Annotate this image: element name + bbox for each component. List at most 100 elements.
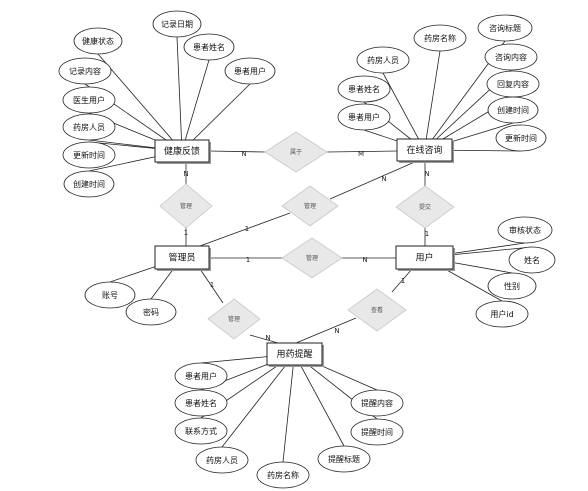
- relationship-connector: [391, 268, 413, 293]
- relationship-submit-label: 提交: [419, 203, 431, 211]
- cardinality-label: M: [358, 150, 364, 158]
- relationship-manage-feedback-diamond: [159, 183, 213, 229]
- attribute-ellipse: [477, 14, 533, 42]
- attribute-label: 提醒内容: [361, 398, 393, 408]
- relationship-submit-diamond: [395, 185, 455, 229]
- relationship-view-label: 查看: [371, 306, 383, 314]
- entity-user-label: 用户: [415, 252, 433, 264]
- attribute-connector: [424, 50, 441, 151]
- entity-online-consult-box: [396, 138, 453, 162]
- entity-medication-reminder-box: [266, 342, 323, 366]
- attribute-ellipse: [63, 170, 115, 198]
- attribute-ellipse: [356, 46, 410, 74]
- attribute-ellipse: [58, 57, 112, 85]
- relationship-belongs-to-diamond: [264, 131, 328, 173]
- attribute-label: 记录内容: [69, 66, 101, 76]
- attribute-ellipse: [256, 461, 310, 489]
- attribute-label: 患者姓名: [348, 84, 380, 94]
- relationship-manage-consult-diamond: [281, 185, 339, 227]
- attribute-label: 药房人员: [206, 455, 238, 465]
- attribute-label: 更新时间: [73, 150, 105, 160]
- attribute-label: 健康状态: [82, 36, 114, 46]
- attribute-connector: [176, 36, 183, 152]
- cardinality-label: N: [334, 327, 339, 335]
- relationship-connector: [199, 212, 291, 247]
- attribute-connector: [282, 353, 295, 463]
- attribute-ellipse: [317, 445, 371, 473]
- cardinality-label: 1: [401, 277, 405, 285]
- relationship-manage-user-label: 管理: [306, 254, 318, 262]
- entity-health-feedback-label: 健康反馈: [164, 145, 200, 157]
- attribute-label: 患者用户: [185, 371, 217, 381]
- attribute-label: 审核状态: [509, 225, 541, 235]
- attribute-label: 医生用户: [73, 95, 105, 105]
- attribute-label: 更新时间: [505, 133, 537, 143]
- attribute-ellipse: [125, 298, 177, 326]
- relationship-connector: [329, 160, 418, 200]
- cardinality-label: N: [265, 334, 270, 342]
- attribute-label: 账号: [102, 291, 118, 300]
- entity-user-box: [395, 245, 454, 270]
- attribute-ellipse: [508, 246, 556, 274]
- cardinality-label: 1: [425, 230, 429, 238]
- relationship-belongs-to-label: 属于: [290, 149, 302, 156]
- attribute-ellipse: [174, 417, 228, 445]
- attribute-connector: [294, 353, 345, 447]
- cardinality-label: N: [241, 150, 246, 158]
- attribute-label: 患者用户: [348, 112, 380, 122]
- attribute-ellipse: [152, 10, 202, 38]
- attribute-ellipse: [475, 300, 529, 328]
- attribute-label: 药房人员: [73, 122, 105, 132]
- attribute-label: 药房名称: [424, 33, 456, 43]
- attribute-connector: [181, 59, 210, 152]
- attribute-connector: [382, 72, 425, 151]
- cardinality-label: N: [183, 170, 188, 178]
- attribute-label: 回复内容: [497, 79, 529, 89]
- attribute-label: 患者姓名: [185, 398, 217, 408]
- relationship-connector: [199, 268, 224, 304]
- relationship-connector: [295, 317, 357, 344]
- attribute-ellipse: [484, 43, 538, 71]
- entity-medication-reminder-label: 用药提醒: [276, 349, 312, 360]
- cardinality-label: 1: [246, 256, 250, 264]
- attribute-label: 用户id: [490, 309, 513, 319]
- attribute-ellipse: [73, 27, 123, 55]
- cardinality-label: N: [381, 175, 386, 183]
- attribute-label: 患者姓名: [193, 42, 225, 52]
- attribute-ellipse: [224, 57, 276, 85]
- relationship-manage-user-diamond: [281, 237, 343, 279]
- attribute-ellipse: [84, 281, 136, 309]
- relationship-connector: [249, 334, 279, 344]
- attribute-label: 创建时间: [73, 179, 105, 189]
- attribute-label: 药房名称: [267, 470, 299, 480]
- attribute-ellipse: [495, 124, 547, 152]
- entity-online-consult-label: 在线咨询: [406, 144, 442, 156]
- relationship-manage-feedback-label: 管理: [180, 202, 192, 210]
- attribute-label: 提醒标题: [328, 454, 360, 464]
- attribute-label: 联系方式: [185, 426, 217, 436]
- attribute-label: 提醒时间: [361, 427, 393, 437]
- attribute-ellipse: [487, 272, 537, 300]
- attribute-ellipse: [62, 113, 116, 141]
- entity-health-feedback-box: [154, 139, 210, 163]
- cardinality-label: 1: [245, 225, 249, 233]
- attribute-label: 密码: [143, 307, 159, 317]
- attribute-ellipse: [195, 446, 249, 474]
- attribute-connector: [221, 353, 295, 448]
- relationship-manage-reminder-diamond: [207, 298, 261, 340]
- attribute-ellipse: [337, 103, 391, 131]
- attribute-label: 创建时间: [497, 105, 529, 115]
- cardinality-label: N: [424, 170, 429, 178]
- attribute-ellipse: [487, 96, 539, 124]
- attribute-ellipse: [337, 75, 391, 103]
- cardinality-label: 1: [184, 229, 188, 237]
- entity-admin-box: [154, 245, 210, 270]
- attribute-ellipse: [62, 141, 116, 169]
- attribute-ellipse: [497, 216, 553, 244]
- attribute-label: 咨询内容: [495, 52, 527, 62]
- relationship-view-diamond: [347, 288, 407, 332]
- attribute-connector: [97, 53, 183, 152]
- relationship-connector: [326, 150, 398, 153]
- attribute-label: 咨询标题: [489, 23, 521, 33]
